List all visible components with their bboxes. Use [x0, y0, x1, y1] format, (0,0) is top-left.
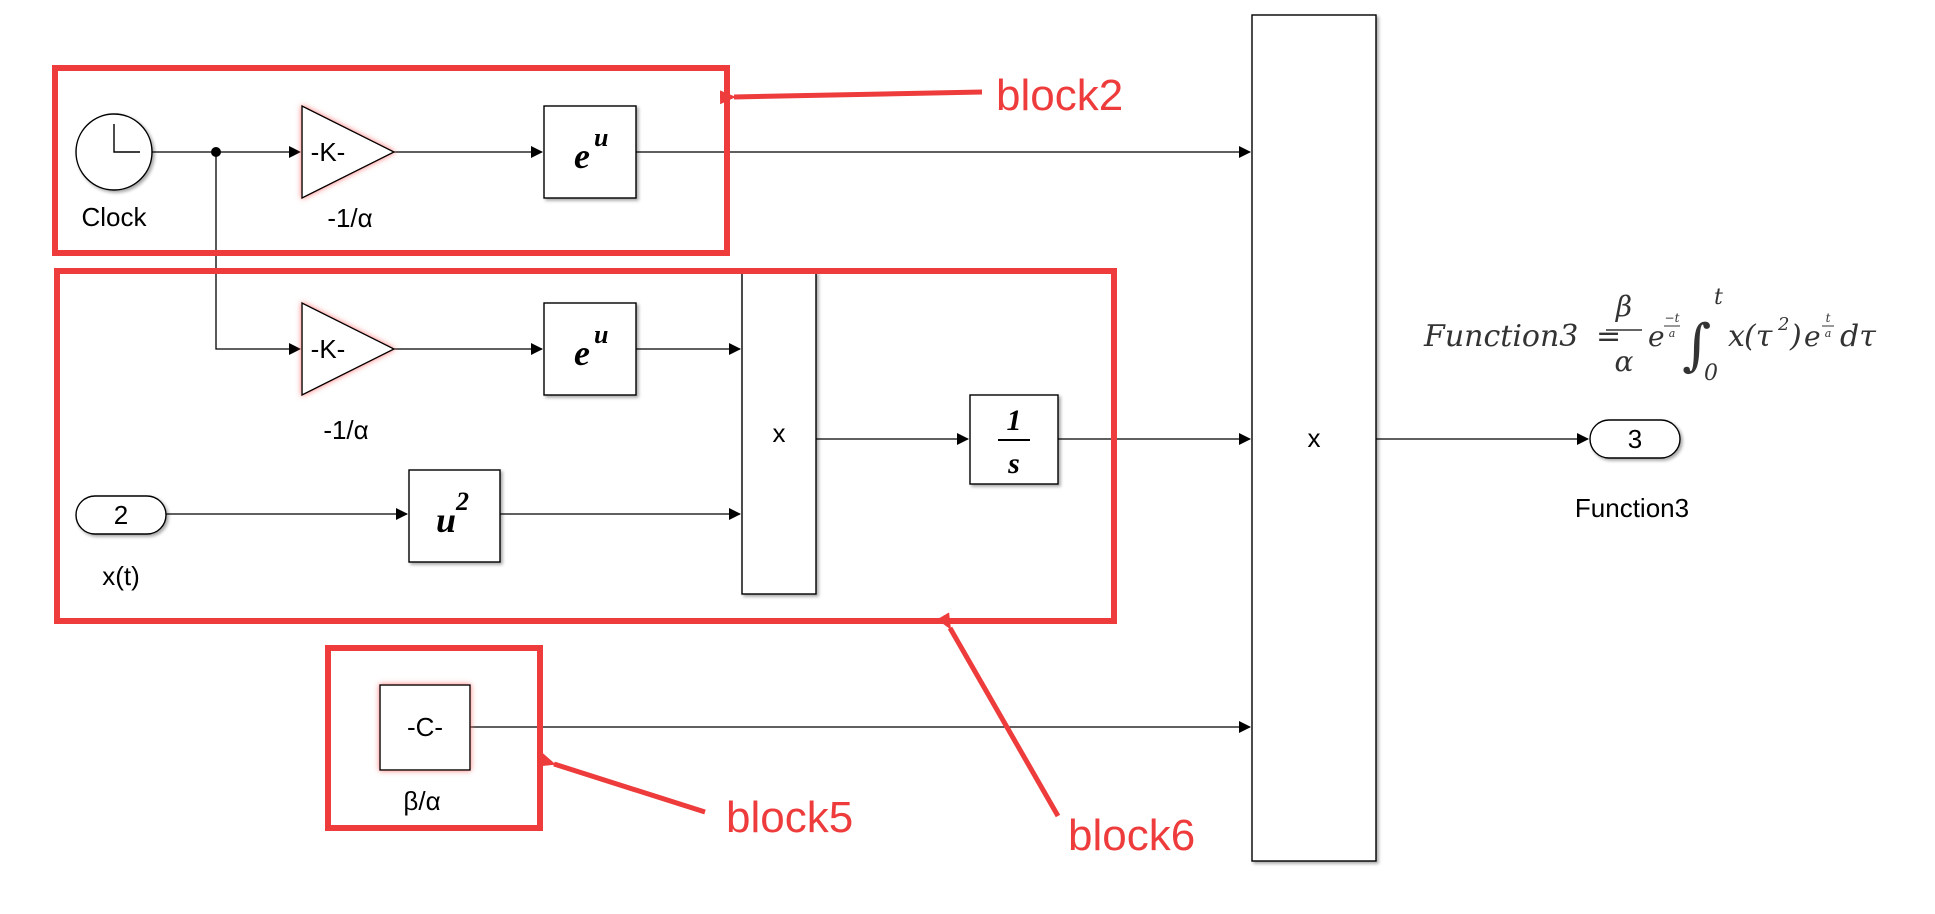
block6-arrow [936, 612, 1061, 818]
equation-e2-exp-num: t [1826, 311, 1831, 325]
block2-arrow [719, 89, 983, 105]
equation-dtau: dτ [1840, 319, 1876, 354]
equation-integral: ∫ [1682, 313, 1711, 378]
equation-close: ) [1789, 319, 1802, 354]
signal-lines [122, 146, 1589, 733]
inport-label: x(t) [102, 561, 140, 591]
equation-e1: e [1648, 320, 1665, 353]
product-inner-symbol: x [773, 418, 786, 448]
annotations: block2 block5 block6 [52, 65, 1195, 860]
block5-annotation-label: block5 [726, 793, 853, 842]
exp-2-power: u [594, 320, 608, 349]
equation-e1-exp-num: −t [1665, 311, 1680, 325]
square-block[interactable]: u 2 [408, 469, 501, 563]
block5-arrow [538, 753, 706, 815]
equation-frac-den: α [1615, 345, 1634, 378]
product-main-symbol: x [1308, 423, 1321, 453]
exp-1-power: u [594, 123, 608, 152]
outport-label: Function3 [1575, 493, 1689, 523]
equation-lhs: Function3 [1423, 319, 1578, 354]
square-power: 2 [455, 487, 469, 516]
exp-1-base: e [574, 136, 590, 176]
square-base: u [436, 500, 456, 540]
clock-block[interactable] [75, 113, 153, 191]
wire-branch-gain2[interactable] [215, 152, 301, 355]
gain-1-label: -1/α [327, 203, 372, 233]
equation-equals: = [1596, 319, 1621, 354]
outport-number: 3 [1628, 424, 1642, 454]
equation-x: x [1728, 319, 1745, 354]
product-block-main[interactable]: x [1251, 14, 1377, 862]
outport-block[interactable]: 3 [1589, 419, 1681, 459]
exp-2-base: e [574, 333, 590, 373]
block5-highlight-box [325, 645, 543, 831]
clock-label: Clock [81, 202, 147, 232]
block2-annotation-label: block2 [996, 71, 1123, 120]
block2-highlight-box [52, 65, 730, 256]
integrator-denominator: s [1007, 447, 1020, 480]
constant-text: -C- [407, 712, 443, 742]
constant-block[interactable]: -C- [379, 684, 471, 771]
function3-equation: Function3 = β α e −t a ∫ t 0 x (τ 2 ) e … [1423, 285, 1876, 386]
block6-highlight-box [54, 268, 1117, 624]
gain-block-2[interactable]: -K- [301, 301, 396, 397]
equation-e1-exp-den: a [1669, 327, 1676, 340]
constant-label: β/α [403, 786, 440, 816]
equation-tau: (τ [1744, 319, 1773, 354]
equation-e2-exp-den: a [1825, 327, 1832, 340]
integrator-block[interactable]: 1 s [969, 394, 1059, 485]
exp-block-2[interactable]: e u [543, 302, 637, 396]
gain-block-1[interactable]: -K- [301, 104, 396, 200]
inport-block[interactable]: 2 [75, 495, 167, 535]
equation-lower: 0 [1704, 361, 1718, 386]
inport-number: 2 [114, 500, 128, 530]
gain-1-text: -K- [311, 137, 346, 167]
equation-frac-num: β [1615, 290, 1632, 323]
equation-e2: e [1804, 320, 1821, 353]
product-block-inner[interactable]: x [741, 271, 817, 595]
equation-tau-sq: 2 [1777, 314, 1789, 335]
gain-2-text: -K- [311, 334, 346, 364]
equation-upper: t [1714, 285, 1723, 310]
integrator-numerator: 1 [1007, 404, 1022, 437]
exp-block-1[interactable]: e u [543, 105, 637, 199]
gain-2-label: -1/α [323, 415, 368, 445]
block6-annotation-label: block6 [1068, 811, 1195, 860]
